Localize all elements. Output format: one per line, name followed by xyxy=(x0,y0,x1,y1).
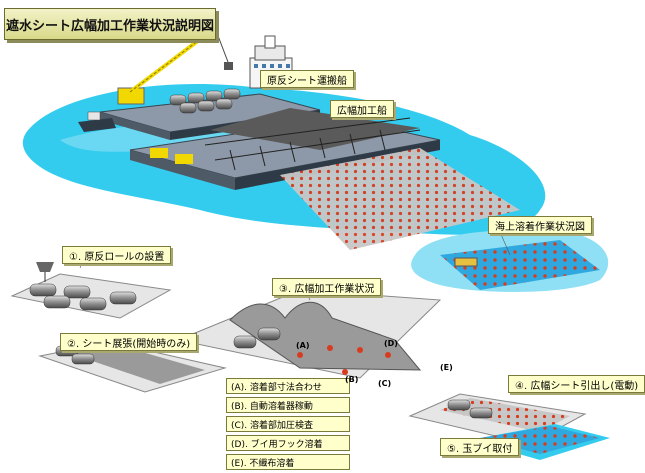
marker-d: (D) xyxy=(384,339,398,348)
legend-item-b: (B). 自動溶着器稼動 xyxy=(226,397,350,413)
legend-item-e: (E). 不織布溶着 xyxy=(226,454,350,470)
platform-buoy-attach xyxy=(470,424,610,460)
work-diagram-illustration xyxy=(10,26,610,460)
legend-item-c: (C). 溶着部加圧検査 xyxy=(226,416,350,432)
label-processing-ship: 広幅加工船 xyxy=(330,100,394,118)
legend-item-d: (D). ブイ用フック溶着 xyxy=(226,435,350,451)
platform-sheet-spreading xyxy=(38,340,227,393)
marker-e: (E) xyxy=(440,363,453,372)
legend: (A). 溶着部寸法合わせ (B). 自動溶着器稼動 (C). 溶着部加圧検査 … xyxy=(226,378,350,473)
label-step4: ④. 広幅シート引出し(電動) xyxy=(508,375,645,393)
legend-item-a: (A). 溶着部寸法合わせ xyxy=(226,378,350,394)
label-step2: ②. シート展張(開始時のみ) xyxy=(60,333,198,351)
label-step5: ⑤. 玉ブイ取付 xyxy=(440,438,520,456)
label-step1: ①. 原反ロールの設置 xyxy=(62,246,172,264)
label-sea-welding: 海上溶着作業状況図 xyxy=(488,216,592,234)
label-supply-ship: 原反シート運搬船 xyxy=(260,70,354,88)
marker-b: (B) xyxy=(345,375,359,384)
marker-c: (C) xyxy=(378,379,392,388)
diagram-title: 遮水シート広幅加工作業状況説明図 xyxy=(4,8,216,40)
platform-wide-processing xyxy=(176,289,442,379)
sea-welding-inset xyxy=(411,230,609,292)
wide-sheet-on-sea xyxy=(280,148,520,250)
label-step3: ③. 広幅加工作業状況 xyxy=(272,278,382,296)
marker-a: (A) xyxy=(296,341,310,350)
platform-roll-setting xyxy=(10,262,172,319)
tug-boat xyxy=(78,111,116,132)
